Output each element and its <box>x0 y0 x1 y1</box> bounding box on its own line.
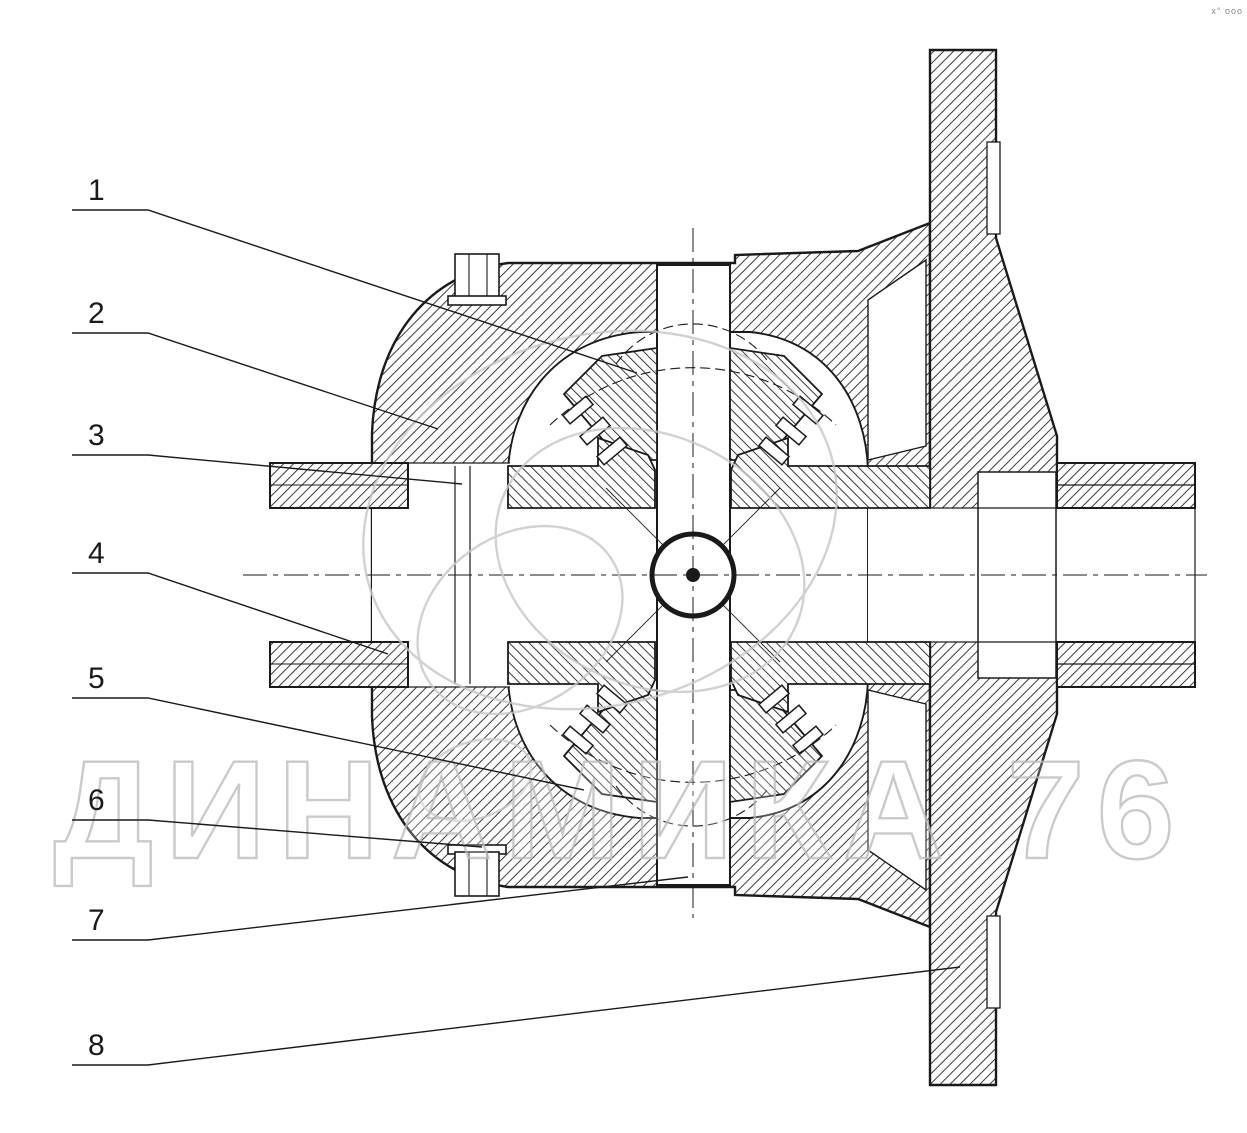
case-bolt-top <box>447 253 507 306</box>
callout-7: 7 <box>72 876 689 941</box>
callout-4: 4 <box>72 537 389 655</box>
tooth <box>561 725 595 755</box>
swirl-ellipse <box>494 426 806 694</box>
right-bore-lines <box>930 507 1057 643</box>
left-shaft-detail-lines <box>270 484 408 665</box>
bell-pocket-bottom <box>867 689 927 892</box>
callout-5: 5 <box>72 662 585 791</box>
callout-2: 2 <box>72 297 439 430</box>
right-shaft-section <box>1056 462 1196 688</box>
left-hub-bore-lines <box>408 462 510 688</box>
callout-3-number: 3 <box>88 419 105 452</box>
tooth <box>561 395 595 425</box>
swirl-ellipse <box>416 524 624 716</box>
callout-3-leader <box>72 454 463 485</box>
bolt-head-facets <box>468 254 488 298</box>
callout-6: 6 <box>72 784 483 848</box>
callout-7-number: 7 <box>88 904 105 937</box>
callout-6-leader <box>72 819 483 848</box>
callout-4-number: 4 <box>88 537 105 570</box>
callout-5-leader <box>72 697 585 791</box>
flange-bolt-slot-top <box>986 141 1001 235</box>
tooth <box>774 704 808 734</box>
flange-bolt-slot-bottom <box>986 915 1001 1009</box>
bell-web <box>867 258 927 892</box>
callout-5-number: 5 <box>88 662 105 695</box>
tooth <box>757 436 791 466</box>
swirl-ellipse <box>362 329 838 711</box>
bolt-head-facets <box>468 852 488 896</box>
callout-1: 1 <box>72 174 638 374</box>
callout-2-number: 2 <box>88 297 105 330</box>
corner-mark: х° ооо <box>1211 6 1243 16</box>
watermark-text: ДИНАМИКА 76 <box>54 731 1187 888</box>
watermark: ДИНАМИКА 76 <box>52 329 1187 889</box>
case-bolt-bottom <box>447 844 507 897</box>
tooth <box>774 416 808 446</box>
tooth <box>757 684 791 714</box>
callout-8-number: 8 <box>88 1029 105 1062</box>
sphere-arc-bottom <box>615 785 771 827</box>
callout-4-leader <box>72 572 389 655</box>
tooth <box>595 436 629 466</box>
bell-pocket-top <box>867 258 927 461</box>
tooth <box>791 725 825 755</box>
callouts: 1 2 3 4 5 6 7 8 <box>72 174 961 1066</box>
bolt-head <box>454 253 500 299</box>
callout-6-number: 6 <box>88 784 105 817</box>
centerlines <box>243 228 1207 918</box>
callout-7-leader <box>72 876 689 941</box>
callout-1-leader <box>72 209 638 374</box>
bolt-washer <box>447 295 507 306</box>
callout-8: 8 <box>72 966 961 1066</box>
watermark-swirl <box>362 329 838 823</box>
callout-1-number: 1 <box>88 174 105 207</box>
callout-3: 3 <box>72 419 463 485</box>
swirl-ellipse <box>417 737 533 823</box>
callout-2-leader <box>72 332 439 430</box>
callout-8-leader <box>72 966 961 1066</box>
left-shaft-section <box>269 462 409 688</box>
bolt-head <box>454 851 500 897</box>
